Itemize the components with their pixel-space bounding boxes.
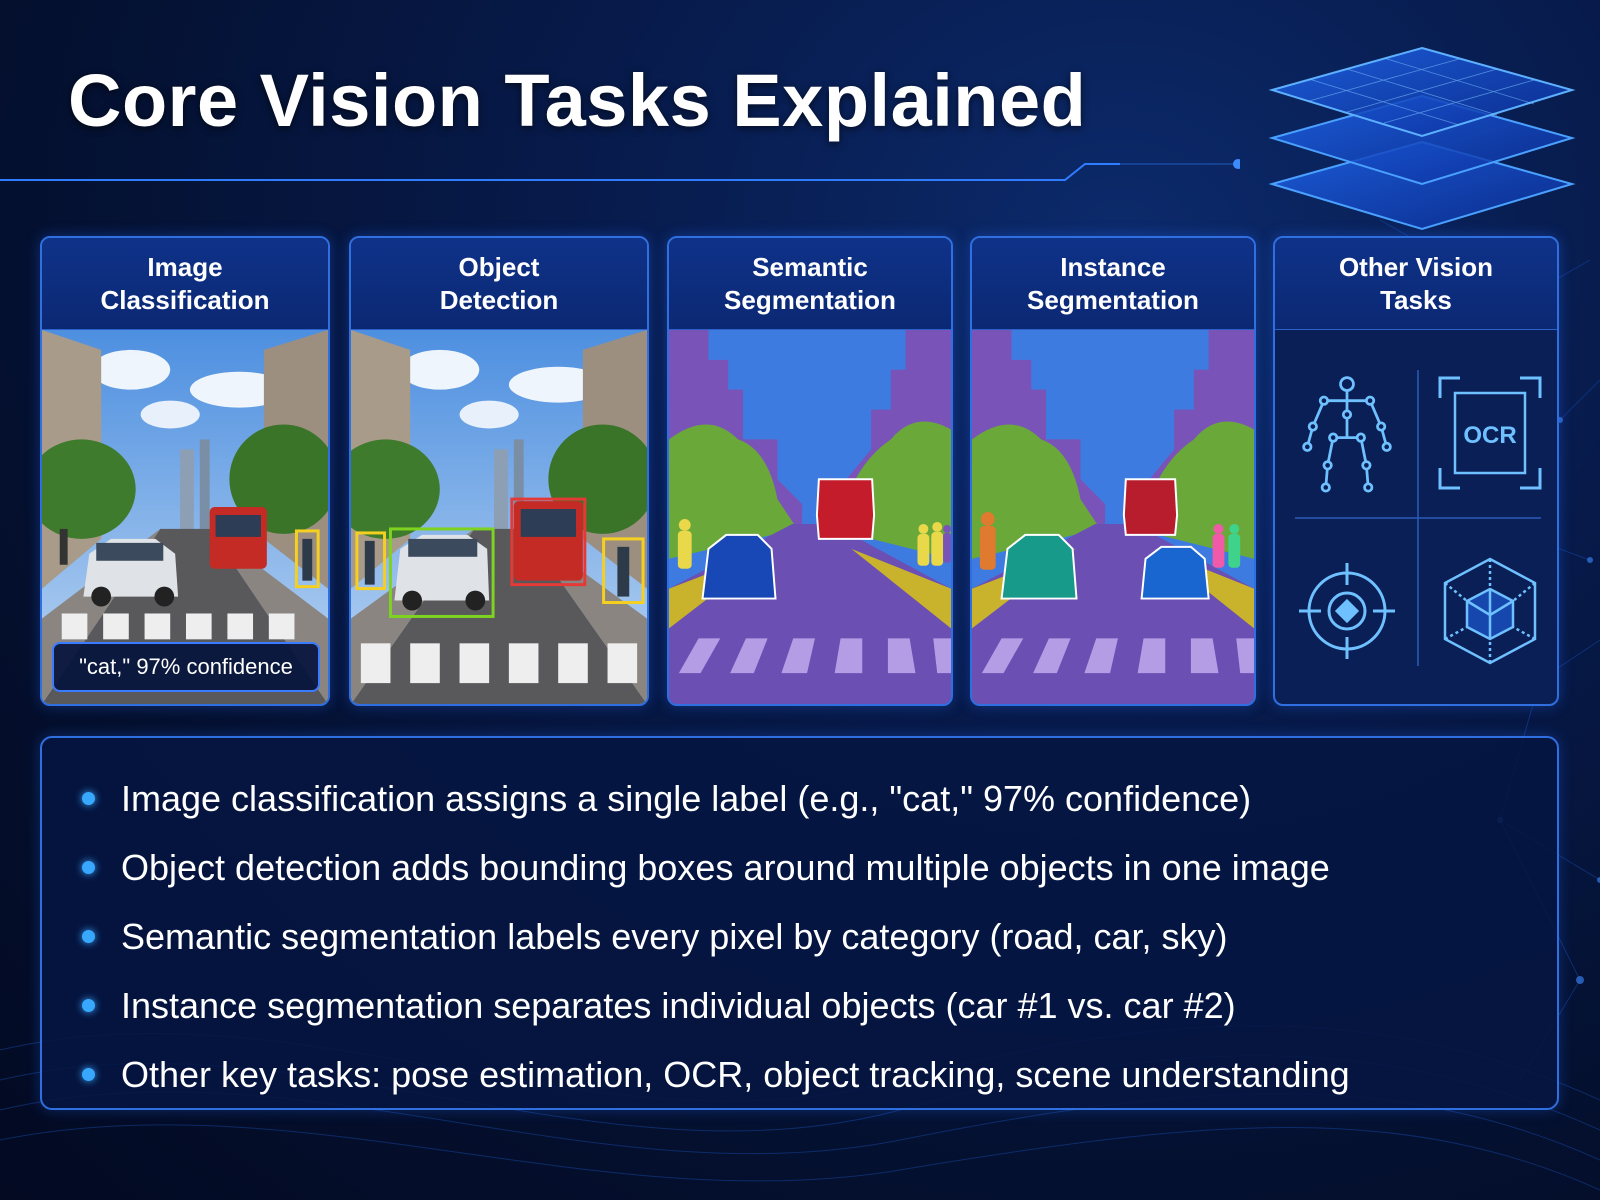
panel-image-classification: Image Classification "cat," 97% confiden… (40, 236, 330, 706)
bullet-text: Object detection adds bounding boxes aro… (121, 846, 1330, 888)
bullet-text: Instance segmentation separates individu… (121, 984, 1236, 1026)
bullet-dot (82, 1068, 95, 1081)
panel-heading: Object Detection (439, 251, 559, 315)
panel-heading: Other Vision Tasks (1338, 251, 1494, 315)
confidence-badge: "cat," 97% confidence (52, 642, 320, 692)
bullet-dot (82, 999, 95, 1012)
bullet-text: Semantic segmentation labels every pixel… (121, 915, 1228, 957)
panel-instance-segmentation: Instance Segmentation (970, 236, 1256, 706)
street-photo: "cat," 97% confidence (42, 330, 328, 704)
panel-semantic-segmentation: Semantic Segmentation (667, 236, 953, 706)
instance-segmentation-map (972, 330, 1254, 704)
list-item: Other key tasks: pose estimation, OCR, o… (82, 1040, 1517, 1109)
panel-object-detection: Object Detection (349, 236, 649, 706)
list-item: Object detection adds bounding boxes aro… (82, 833, 1517, 902)
grid-divider (1295, 370, 1541, 666)
pose-skeleton-icon (1275, 348, 1418, 518)
bullet-text: Image classification assigns a single la… (121, 777, 1252, 819)
other-tasks-grid: OCR (1275, 330, 1557, 704)
panel-heading: Instance Segmentation (1027, 251, 1199, 315)
title-underline (0, 159, 1240, 181)
list-item: Semantic segmentation labels every pixel… (82, 902, 1517, 971)
tracking-crosshair-icon (1275, 526, 1418, 696)
bullet-dot (82, 792, 95, 805)
ocr-label: OCR (1463, 422, 1516, 449)
page-title: Core Vision Tasks Explained (68, 59, 1087, 142)
list-item: Instance segmentation separates individu… (82, 971, 1517, 1040)
ocr-scan-icon: OCR (1418, 348, 1557, 518)
semantic-segmentation-map (669, 330, 951, 704)
summary-bullet-list: Image classification assigns a single la… (40, 736, 1559, 1110)
panel-other-vision-tasks: Other Vision Tasks OCR (1273, 236, 1559, 706)
3d-cube-icon (1418, 526, 1557, 696)
bullet-dot (82, 861, 95, 874)
panel-heading: Semantic Segmentation (724, 251, 896, 315)
panel-heading: Image Classification (100, 251, 270, 315)
layer-stack-icon (1268, 46, 1576, 231)
bullet-text: Other key tasks: pose estimation, OCR, o… (121, 1053, 1350, 1095)
list-item: Image classification assigns a single la… (82, 764, 1517, 833)
bullet-dot (82, 930, 95, 943)
detection-photo (351, 330, 647, 704)
